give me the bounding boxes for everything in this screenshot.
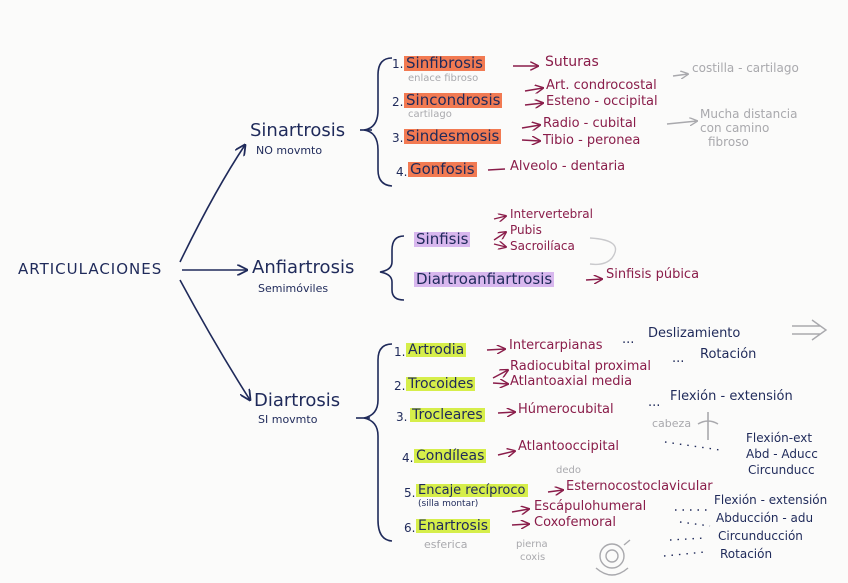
- sincondrosis-label: Sincondrosis: [404, 91, 503, 109]
- trocoides-example-2: Atlantoaxial media: [510, 374, 633, 389]
- enartrosis-aside-1: pierna: [516, 539, 548, 550]
- artrodia-movement: Deslizamiento: [648, 326, 741, 341]
- enartrosis-movement-4: Rotación: [720, 547, 773, 561]
- encaje-reciproco-aside: dedo: [556, 465, 581, 476]
- sinfibrosis-example-1: Suturas: [545, 54, 599, 70]
- diartroanfiartrosis-label: Diartroanfiartrosis: [414, 270, 555, 288]
- artrodia-label: Artrodia: [406, 342, 467, 358]
- encaje-reciproco-label: Encaje recíproco: [416, 483, 528, 498]
- diartrosis-num-4: 4.: [402, 451, 414, 465]
- enartrosis-movement-1: Flexión - extensión: [714, 493, 828, 507]
- sindesmosis-label: Sindesmosis: [404, 127, 502, 145]
- encaje-reciproco-sub: (silla montar): [418, 499, 479, 509]
- enartrosis-label: Enartrosis: [416, 518, 491, 534]
- sindesmosis-aside-2: con camino: [700, 121, 770, 135]
- slide-arrow-icon: [792, 319, 828, 341]
- condileas-example-1: Atlantooccipital: [518, 439, 620, 454]
- sinartrosis-num-3: 3.: [392, 131, 404, 145]
- arrow-to-sinartrosis: [179, 145, 245, 263]
- condileas-movement-1: Flexión-ext: [746, 431, 813, 445]
- diartrosis-num-6: 6.: [404, 521, 416, 535]
- trocleares-movement: Flexión - extensión: [670, 389, 793, 404]
- hinge-icon: [697, 412, 719, 440]
- trocoides-label: Trocoides: [406, 376, 476, 392]
- sindesmosis-aside-3: fibroso: [708, 135, 749, 149]
- brace-sinartrosis: [363, 57, 393, 187]
- sincondrosis-example-2: Esteno - occipital: [546, 94, 658, 109]
- sindesmosis-example-2: Tibio - peronea: [543, 133, 641, 148]
- trocoides-example-1: Radiocubital proximal: [510, 359, 652, 374]
- artrodia-example-1: Intercarpianas: [509, 338, 603, 353]
- sinfisis-example-2: Pubis: [510, 223, 542, 237]
- diartrosis-num-2: 2.: [394, 379, 406, 393]
- enartrosis-movement-2: Abducción - adu: [716, 511, 814, 525]
- sinfisis-label: Sinfisis: [414, 230, 471, 248]
- trocleares-label: Trocleares: [410, 407, 485, 423]
- diartrosis-num-3: 3.: [396, 410, 408, 424]
- sinfisis-example-1: Intervertebral: [510, 207, 593, 221]
- sinfibrosis-label: Sinfibrosis: [404, 54, 485, 72]
- sindesmosis-example-1: Radio - cubital: [543, 116, 637, 131]
- sincondrosis-aside: costilla - cartilago: [692, 61, 799, 75]
- enartrosis-sub: esferica: [424, 538, 468, 551]
- gonfosis-example-1: Alveolo - dentaria: [510, 159, 626, 174]
- brace-anfiartrosis: [379, 235, 405, 301]
- encaje-reciproco-example-1: Esternocostoclavicular: [566, 479, 713, 494]
- sinartrosis-note: NO movmto: [256, 144, 323, 157]
- diartroanfiartrosis-example-1: Sinfisis púbica: [606, 267, 700, 282]
- diartrosis-num-5: 5.: [404, 486, 416, 500]
- root-node: ARTICULACIONES: [18, 260, 163, 278]
- sinartrosis-title: Sinartrosis: [250, 120, 346, 141]
- sinfisis-example-3: Sacroilíaca: [510, 239, 575, 253]
- sincondrosis-example-1: Art. condrocostal: [546, 78, 657, 93]
- trocoides-ellipsis: ...: [672, 351, 685, 366]
- sincondrosis-sub: cartilago: [408, 109, 452, 120]
- brace-diartrosis: [363, 343, 393, 542]
- anfiartrosis-title: Anfiartrosis: [252, 257, 355, 278]
- sinfibrosis-sub: enlace fibroso: [408, 73, 479, 84]
- sinartrosis-num-1: 1.: [392, 57, 404, 71]
- diartrosis-num-1: 1.: [394, 345, 406, 359]
- trocleares-ellipsis: ...: [648, 395, 661, 410]
- condileas-movement-2: Abd - Aducc: [746, 447, 818, 461]
- trocoides-movement: Rotación: [700, 347, 757, 362]
- diartrosis-note: SI movmto: [258, 413, 318, 426]
- diartrosis-title: Diartrosis: [254, 390, 341, 411]
- enartrosis-example-1: Escápulohumeral: [534, 499, 647, 514]
- gonfosis-label: Gonfosis: [408, 160, 477, 178]
- enartrosis-aside-2: coxis: [520, 552, 546, 563]
- enartrosis-movement-3: Circunducción: [718, 529, 803, 543]
- sindesmosis-aside-1: Mucha distancia: [700, 107, 798, 121]
- anfiartrosis-note: Semimóviles: [258, 282, 329, 295]
- trocleares-aside: cabeza: [652, 417, 692, 430]
- condileas-movement-3: Circunducc: [748, 463, 815, 477]
- arrow-to-diartrosis: [179, 279, 250, 400]
- sinartrosis-num-4: 4.: [396, 165, 408, 179]
- condileas-label: Condíleas: [414, 448, 487, 464]
- enartrosis-example-2: Coxofemoral: [534, 515, 616, 530]
- artrodia-ellipsis: ...: [622, 332, 635, 347]
- sinartrosis-num-2: 2.: [392, 95, 404, 109]
- trocleares-example-1: Húmerocubital: [518, 402, 614, 417]
- hip-joint-icon: [595, 539, 631, 576]
